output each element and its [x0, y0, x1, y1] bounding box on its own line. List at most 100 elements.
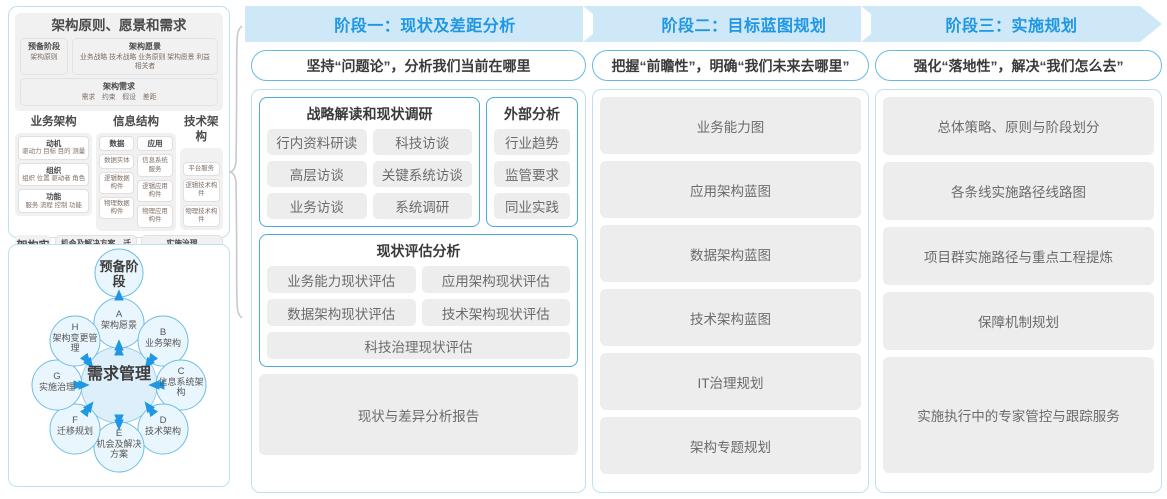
ba-item-organization-head: 组织 [46, 165, 62, 175]
chip-executive-interview[interactable]: 高层访谈 [267, 161, 367, 187]
cycle-node-b: B 业务架构 [139, 327, 187, 349]
strategy-research-title: 战略解读和现状调研 [306, 106, 433, 122]
ta-platform-service-body: 平台服务 [188, 165, 215, 172]
chip-overall-strategy-principles[interactable]: 总体策略、原则与阶段划分 [883, 97, 1154, 155]
cycle-node-c-key: C [177, 366, 185, 377]
ta-platform-service: 平台服务 [182, 162, 220, 177]
left-column: 架构原则、愿景和需求 预备阶段 架构原则 架构愿景 业务战略 技术战略 业务原则… [8, 6, 230, 493]
chip-tech-governance-assessment[interactable]: 科技治理现状评估 [267, 332, 570, 359]
cycle-node-b-key: B [159, 327, 167, 338]
ba-item-motivation: 动机 驱动力 目标 目的 测量 [18, 136, 90, 160]
cycle-node-f: F 迁移规划 [51, 415, 99, 437]
chip-internal-doc-study[interactable]: 行内资料研读 [267, 129, 367, 155]
chip-industry-trend[interactable]: 行业趋势 [494, 129, 570, 155]
is-info-system-service-body: 信息系统服务 [142, 157, 168, 173]
technology-architecture-column: 技术架构 平台服务 逻辑技术构件 物理技术构件 [179, 115, 223, 231]
chip-regulatory-requirement[interactable]: 监管要求 [494, 161, 570, 187]
cycle-node-f-label: 迁移规划 [56, 426, 93, 436]
chip-architecture-topic-plan[interactable]: 架构专题规划 [600, 417, 861, 474]
chip-tech-interview[interactable]: 科技访谈 [372, 129, 472, 155]
cycle-node-g-key: G [53, 371, 61, 382]
phase-1-body-panel: 战略解读和现状调研 行内资料研读 科技访谈 高层访谈 关键系统访谈 业务访谈 系… [251, 89, 586, 493]
cycle-node-h: H 架构变更管理 [51, 323, 99, 354]
phase-2-subtitle-pill: 把握“前瞻性”，明确“我们未来去哪里” [592, 50, 869, 81]
ba-item-function: 功能 服务 流程 控制 功能 [18, 189, 90, 213]
gap-analysis-report-chip[interactable]: 现状与差异分析报告 [259, 374, 578, 455]
phase-1-band: 阶段一：现状及差距分析 [245, 6, 605, 42]
strategy-research-card: 战略解读和现状调研 行内资料研读 科技访谈 高层访谈 关键系统访谈 业务访谈 系… [259, 97, 480, 227]
chip-key-system-interview[interactable]: 关键系统访谈 [372, 161, 472, 187]
cycle-node-a: A 架构愿景 [95, 309, 143, 331]
cycle-node-d-key: D [159, 415, 167, 426]
ba-item-motivation-body: 驱动力 目标 目的 测量 [22, 148, 86, 156]
is-data-entity-body: 数据实体 [104, 157, 130, 165]
chip-application-arch-assessment[interactable]: 应用架构现状评估 [421, 266, 570, 293]
phase-1-header: 阶段一：现状及差距分析 [334, 18, 516, 35]
chip-data-arch-assessment[interactable]: 数据架构现状评估 [267, 299, 416, 326]
phase-3-subtitle-pill: 强化“落地性”，解决“我们怎么去” [875, 50, 1162, 81]
cycle-node-c-label: 信息系统架构 [158, 377, 204, 397]
chip-system-research[interactable]: 系统调研 [372, 193, 472, 219]
chip-line-implementation-roadmap[interactable]: 各条线实施路径线路图 [883, 162, 1154, 220]
framework-three-columns: 业务架构 动机 驱动力 目标 目的 测量 组织 组织 位置 驱动者 角色 功能 [15, 115, 223, 231]
cycle-node-f-key: F [72, 415, 78, 426]
cycle-node-a-label: 架构愿景 [100, 320, 137, 330]
cycle-prep-label: 预备阶段 [99, 259, 139, 289]
chip-it-governance-plan[interactable]: IT治理规划 [600, 353, 861, 410]
current-state-assessment-card: 现状评估分析 业务能力现状评估 应用架构现状评估 数据架构现状评估 技术架构现状… [259, 234, 578, 367]
architecture-requirements-cell: 架构需求 需求 约束 假设 差距 [20, 78, 218, 106]
architecture-requirements-head: 架构需求 [103, 82, 135, 91]
phase-3-arrow-tip-icon [1140, 6, 1162, 42]
phase-1-subtitle: 坚持“问题论”，分析我们当前在哪里 [306, 57, 531, 74]
phase-2-subtitle: 把握“前瞻性”，明确“我们未来去哪里” [611, 57, 850, 74]
is-logical-app: 逻辑应用构件 [137, 179, 173, 203]
adm-cycle-diagram: 预备阶段 需求管理 A 架构愿景 B 业务架构 C 信息系统架构 [9, 245, 229, 486]
information-structure-title: 信息结构 [112, 116, 159, 128]
architecture-principles-block: 架构原则、愿景和需求 预备阶段 架构原则 架构愿景 业务战略 技术战略 业务原则… [15, 13, 223, 111]
technology-architecture-title: 技术架构 [184, 116, 219, 143]
ta-physical-tech: 物理技术构件 [182, 204, 220, 228]
chip-assurance-mechanism-plan[interactable]: 保障机制规划 [883, 292, 1154, 350]
external-analysis-card: 外部分析 行业趋势 监管要求 同业实践 [486, 97, 578, 227]
chip-business-capability-assessment[interactable]: 业务能力现状评估 [267, 266, 416, 293]
ta-logical-tech-body: 逻辑技术构件 [185, 182, 218, 198]
chip-program-roadmap-key-projects[interactable]: 项目群实施路径与重点工程提炼 [883, 227, 1154, 285]
cycle-center-label: 需求管理 [86, 366, 151, 383]
chip-business-interview[interactable]: 业务访谈 [267, 193, 367, 219]
chip-peer-practice[interactable]: 同业实践 [494, 193, 570, 219]
phase-2-header: 阶段二：目标蓝图规划 [661, 18, 827, 35]
information-structure-column: 信息结构 数据 数据实体 逻辑数据构件 [96, 115, 176, 231]
is-application-subcolumn: 应用 信息系统服务 逻辑应用构件 物理应用构件 [137, 136, 173, 228]
cycle-node-d-label: 技术架构 [144, 426, 181, 436]
architecture-vision-head: 架构愿景 [129, 42, 161, 51]
phase-3-body-panel: 总体策略、原则与阶段划分 各条线实施路径线路图 项目群实施路径与重点工程提炼 保… [875, 89, 1162, 493]
chip-tech-arch-assessment[interactable]: 技术架构现状评估 [421, 299, 570, 326]
cycle-node-d: D 技术架构 [139, 415, 187, 437]
chip-business-capability-map[interactable]: 业务能力图 [600, 97, 861, 154]
chip-data-arch-blueprint[interactable]: 数据架构蓝图 [600, 225, 861, 282]
ta-physical-tech-body: 物理技术构件 [185, 207, 218, 223]
adm-cycle-panel: 预备阶段 需求管理 A 架构愿景 B 业务架构 C 信息系统架构 [8, 244, 230, 487]
prep-vision-row: 预备阶段 架构原则 架构愿景 业务战略 技术战略 业务原则 架构愿景 利益相关者 [20, 38, 218, 75]
ba-item-organization-body: 组织 位置 驱动者 角色 [22, 175, 86, 183]
is-logical-data-body: 逻辑数据构件 [104, 174, 130, 190]
is-data-entity: 数据实体 [99, 154, 135, 169]
chip-application-arch-blueprint[interactable]: 应用架构蓝图 [600, 161, 861, 218]
external-analysis-title: 外部分析 [504, 106, 560, 122]
architecture-vision-body: 业务战略 技术战略 业务原则 架构愿景 利益相关者 [80, 54, 210, 70]
ba-item-function-body: 服务 流程 控制 功能 [25, 201, 82, 209]
architecture-vision-cell: 架构愿景 业务战略 技术战略 业务原则 架构愿景 利益相关者 [72, 38, 218, 75]
prep-phase-cell: 预备阶段 架构原则 [20, 38, 68, 75]
chip-tech-arch-blueprint[interactable]: 技术架构蓝图 [600, 289, 861, 346]
ba-item-motivation-head: 动机 [46, 139, 62, 148]
architecture-requirements-body: 需求 约束 假设 差距 [81, 94, 157, 101]
chip-expert-control-tracking-service[interactable]: 实施执行中的专家管控与跟踪服务 [883, 357, 1154, 473]
business-architecture-title: 业务架构 [30, 116, 77, 128]
cycle-node-e-key: E [115, 428, 123, 439]
cycle-node-a-key: A [115, 309, 123, 320]
business-architecture-column: 业务架构 动机 驱动力 目标 目的 测量 组织 组织 位置 驱动者 角色 功能 [15, 115, 93, 231]
phase-3-header: 阶段三：实施规划 [945, 18, 1078, 35]
is-data-subcolumn: 数据 数据实体 逻辑数据构件 物理数据构件 [99, 136, 135, 228]
framework-title: 架构原则、愿景和需求 [51, 18, 187, 33]
